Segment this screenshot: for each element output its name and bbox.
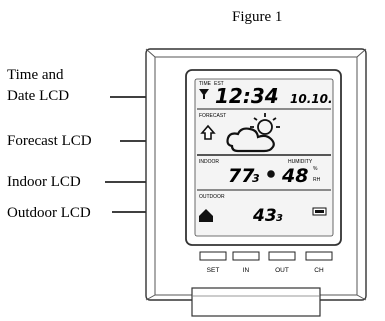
lcd-screen: TIME EST 12:34 10.10. FORECAST INDOOR HU…: [185, 69, 342, 246]
lcd-rh-label: RH: [313, 177, 321, 183]
button-row: SET IN OUT CH: [199, 251, 333, 274]
device-stand: [191, 287, 321, 317]
set-button[interactable]: SET: [199, 251, 227, 274]
lcd-outdoor-temp-decimal: 3: [276, 213, 283, 224]
callout-outdoor: Outdoor LCD: [7, 205, 91, 221]
lcd-zone-label: EST: [214, 81, 224, 87]
in-button[interactable]: IN: [232, 251, 260, 274]
battery-icon: [312, 207, 327, 216]
lcd-time-value: 12:34: [215, 84, 279, 108]
ch-button-label: CH: [314, 267, 324, 274]
lcd-indoor-temp: 77: [228, 165, 255, 187]
house-icon: [199, 209, 213, 222]
out-button[interactable]: OUT: [268, 251, 296, 274]
signal-tower-icon: [199, 89, 209, 99]
callout-indoor: Indoor LCD: [7, 174, 81, 190]
lcd-indoor-label: INDOOR: [199, 159, 219, 165]
callout-time-date: Time and Date LCD: [7, 65, 69, 107]
lcd-forecast-label: FORECAST: [199, 113, 226, 119]
lcd-indoor-humidity: 48: [281, 165, 308, 187]
callout-time-date-line2: Date LCD: [7, 88, 70, 104]
callout-forecast: Forecast LCD: [7, 133, 92, 149]
sun-behind-cloud-icon: [226, 113, 280, 153]
callout-time-date-line1: Time and: [7, 67, 64, 83]
set-button-label: SET: [207, 267, 220, 274]
ch-button[interactable]: CH: [305, 251, 333, 274]
arrow-up-icon: [200, 124, 216, 140]
comfort-indicator-icon: [267, 170, 275, 178]
lcd-date-value: 10.10.: [290, 92, 333, 106]
lcd-indoor-temp-decimal: 3: [252, 172, 260, 185]
lcd-time-label: TIME: [199, 81, 212, 87]
lcd-outdoor-temp: 43: [252, 206, 277, 226]
figure-title: Figure 1: [232, 9, 283, 25]
percent-sign: %: [313, 166, 318, 172]
lcd-outdoor-label: OUTDOOR: [199, 194, 225, 200]
in-button-label: IN: [243, 267, 250, 274]
lcd-humidity-label: HUMIDITY: [288, 159, 313, 165]
out-button-label: OUT: [275, 267, 289, 274]
